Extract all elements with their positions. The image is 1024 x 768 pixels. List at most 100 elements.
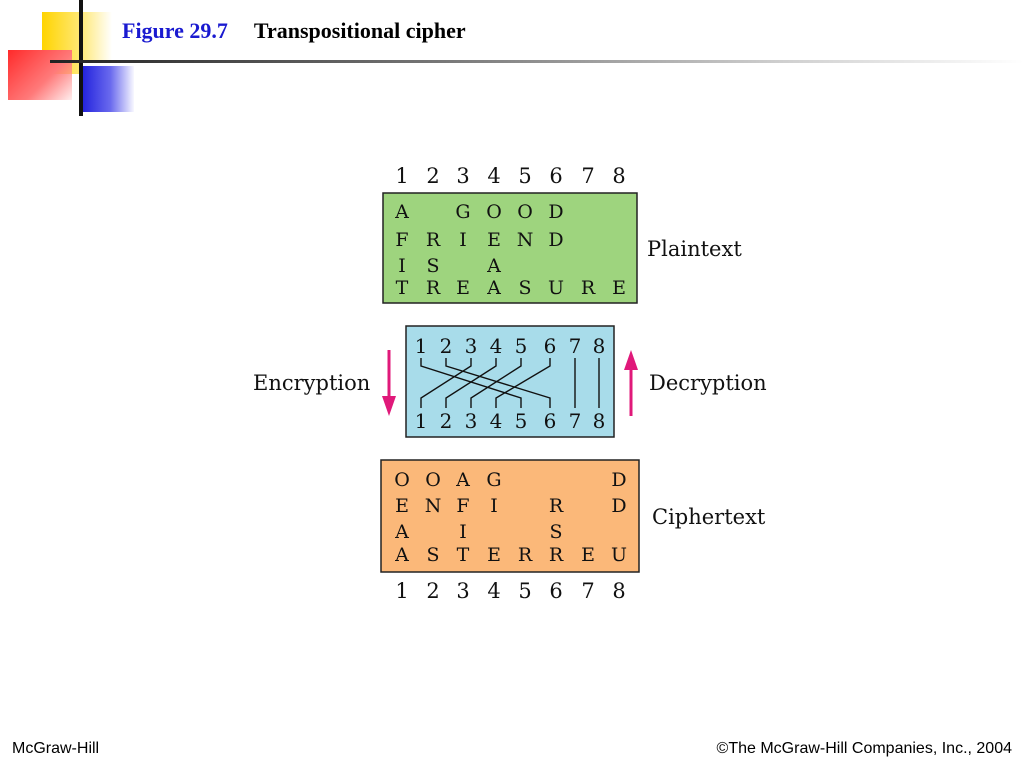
column-number: 2 xyxy=(426,164,439,188)
permutation-line xyxy=(445,358,551,408)
key-bottom-number: 6 xyxy=(544,409,557,433)
key-top-number: 2 xyxy=(440,334,453,358)
key-top-number: 1 xyxy=(415,334,428,358)
plaintext-letter: R xyxy=(426,229,441,251)
ciphertext-letter: R xyxy=(518,544,533,566)
ciphertext-letter: G xyxy=(486,469,501,491)
key-bottom-number: 5 xyxy=(515,409,528,433)
ciphertext-box xyxy=(380,459,640,573)
figure-title: Transpositional cipher xyxy=(253,18,466,43)
plaintext-letter: E xyxy=(487,229,501,251)
column-number: 6 xyxy=(549,164,562,188)
plaintext-letter: D xyxy=(548,229,563,251)
decryption-arrow-icon xyxy=(624,350,638,416)
figure-number: Figure 29.7 xyxy=(122,18,228,43)
key-bottom-number: 8 xyxy=(593,409,606,433)
key-top-number: 4 xyxy=(490,334,503,358)
key-top-number: 5 xyxy=(515,334,528,358)
plaintext-letter: E xyxy=(612,277,626,299)
column-number: 1 xyxy=(395,579,408,603)
ciphertext-letter: A xyxy=(455,469,470,491)
key-bottom-number: 1 xyxy=(415,409,428,433)
key-permutation-lines xyxy=(420,358,600,408)
footer-copyright: ©The McGraw-Hill Companies, Inc., 2004 xyxy=(716,740,1012,757)
footer-publisher: McGraw-Hill xyxy=(12,740,100,757)
logo-blue-block xyxy=(82,66,134,112)
ciphertext-letter: E xyxy=(487,544,501,566)
header-rule xyxy=(50,60,1024,63)
key-bottom-number: 2 xyxy=(440,409,453,433)
plaintext-letter: E xyxy=(456,277,470,299)
permutation-line xyxy=(470,358,522,408)
column-number: 4 xyxy=(487,164,500,188)
logo-red-block xyxy=(8,50,72,100)
column-number: 3 xyxy=(456,164,469,188)
plaintext-letter: D xyxy=(548,201,563,223)
plaintext-letter: S xyxy=(426,255,439,277)
plaintext-letter: R xyxy=(581,277,596,299)
plaintext-letter: U xyxy=(548,277,564,299)
key-top-number: 3 xyxy=(465,334,478,358)
key-top-number: 7 xyxy=(569,334,582,358)
ciphertext-letter: A xyxy=(394,544,409,566)
column-number: 1 xyxy=(395,164,408,188)
ciphertext-letter: R xyxy=(549,495,564,517)
plaintext-letter: O xyxy=(486,201,502,223)
permutation-line xyxy=(495,358,551,408)
column-number: 7 xyxy=(581,164,594,188)
encryption-arrow-icon xyxy=(382,350,396,416)
ciphertext-letter: I xyxy=(459,521,467,543)
plaintext-letter: I xyxy=(398,255,406,277)
ciphertext-letter: O xyxy=(425,469,441,491)
ciphertext-letter: D xyxy=(611,469,626,491)
ciphertext-letter: O xyxy=(394,469,410,491)
ciphertext-letter: N xyxy=(425,495,442,517)
decryption-label: Decryption xyxy=(649,371,767,395)
permutation-line xyxy=(445,358,497,408)
column-number: 5 xyxy=(518,579,531,603)
ciphertext-letter: R xyxy=(549,544,564,566)
logo-vertical-line xyxy=(79,0,83,116)
logo-yellow-fade xyxy=(82,12,112,62)
plaintext-letter: A xyxy=(394,201,409,223)
plaintext-letter: S xyxy=(518,277,531,299)
plaintext-letter: A xyxy=(486,255,501,277)
ciphertext-label: Ciphertext xyxy=(652,505,766,529)
ciphertext-letter: S xyxy=(549,521,562,543)
encryption-label: Encryption xyxy=(253,371,370,395)
key-bottom-number: 7 xyxy=(569,409,582,433)
column-number: 8 xyxy=(612,164,625,188)
column-number: 6 xyxy=(549,579,562,603)
plaintext-label: Plaintext xyxy=(647,237,742,261)
ciphertext-letter: E xyxy=(581,544,595,566)
column-number: 3 xyxy=(456,579,469,603)
column-number: 2 xyxy=(426,579,439,603)
ciphertext-letter: F xyxy=(456,495,469,517)
plaintext-letter: T xyxy=(396,277,409,299)
key-bottom-number: 4 xyxy=(490,409,503,433)
ciphertext-letter: S xyxy=(426,544,439,566)
column-number: 5 xyxy=(518,164,531,188)
key-box xyxy=(405,325,615,438)
plaintext-letter: R xyxy=(426,277,441,299)
ciphertext-letter: E xyxy=(395,495,409,517)
ciphertext-letter: T xyxy=(457,544,470,566)
ciphertext-letter: A xyxy=(394,521,409,543)
ciphertext-letter: I xyxy=(490,495,498,517)
plaintext-letter: F xyxy=(395,229,408,251)
ciphertext-letter: U xyxy=(611,544,627,566)
ciphertext-letter: D xyxy=(611,495,626,517)
column-number: 7 xyxy=(581,579,594,603)
plaintext-letter: N xyxy=(517,229,534,251)
key-bottom-number: 3 xyxy=(465,409,478,433)
column-number: 4 xyxy=(487,579,500,603)
plaintext-letter: A xyxy=(486,277,501,299)
plaintext-letter: I xyxy=(459,229,467,251)
